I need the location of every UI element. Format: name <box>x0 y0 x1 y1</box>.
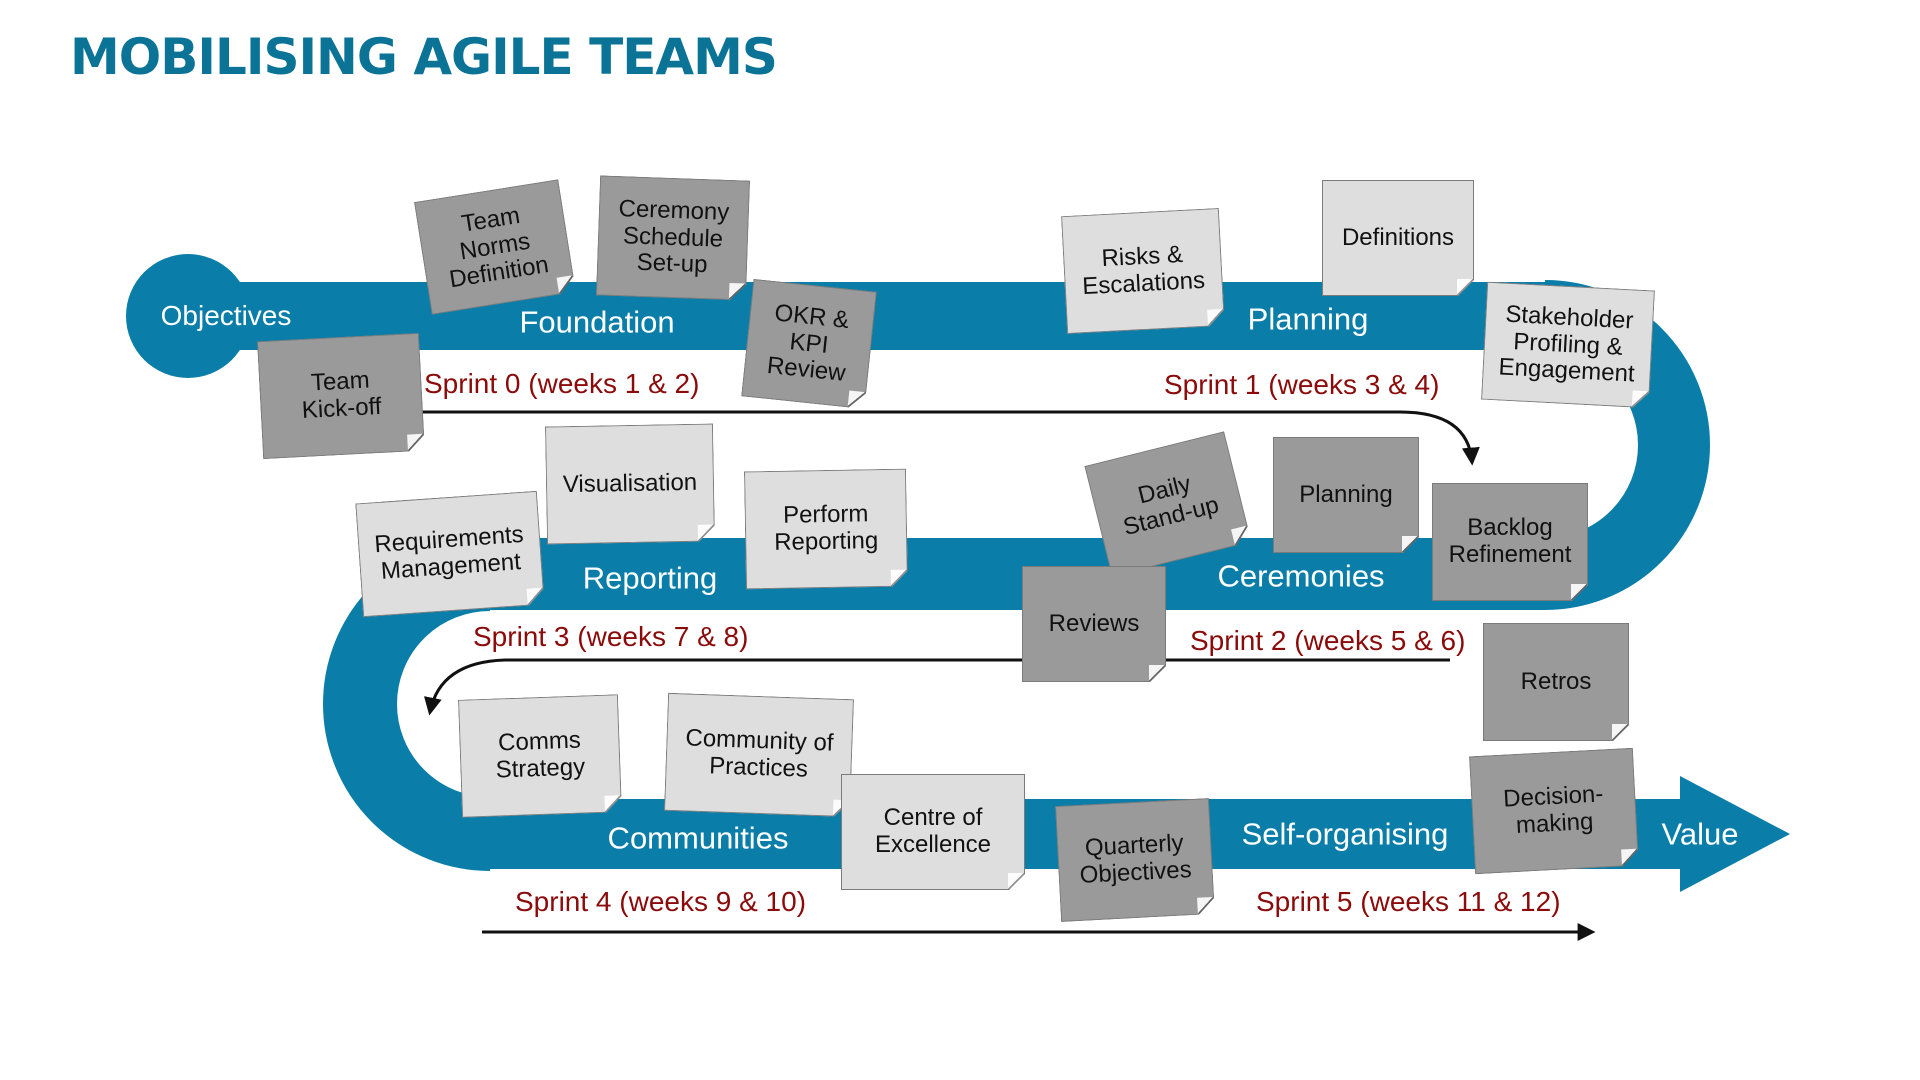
note-decision-making: Decision- making <box>1469 748 1639 874</box>
note-reviews: Reviews <box>1022 566 1166 682</box>
note-backlog-refinement: Backlog Refinement <box>1432 483 1588 601</box>
note-community-of-practices: Community of Practices <box>664 693 854 817</box>
timeline-arrow-1 <box>418 410 1480 466</box>
page-title: MOBILISING AGILE TEAMS <box>70 28 778 86</box>
sprint-5-label: Sprint 5 (weeks 11 & 12) <box>1256 886 1561 917</box>
sprint-1-label: Sprint 1 (weeks 3 & 4) <box>1164 369 1440 400</box>
note-visualisation: Visualisation <box>545 424 715 545</box>
note-quarterly-objectives: Quarterly Objectives <box>1055 798 1215 922</box>
note-stakeholder-profiling: Stakeholder Profiling & Engagement <box>1481 282 1655 409</box>
stage-reporting: Reporting <box>582 560 718 596</box>
note-centre-of-excellence: Centre of Excellence <box>841 774 1025 890</box>
sprint-0-label: Sprint 0 (weeks 1 & 2) <box>424 368 700 399</box>
stage-ceremonies: Ceremonies <box>1217 558 1385 594</box>
stage-planning: Planning <box>1247 301 1369 337</box>
sprint-4-label: Sprint 4 (weeks 9 & 10) <box>515 886 807 917</box>
note-planning: Planning <box>1273 437 1419 553</box>
note-team-norms-definition: Team Norms Definition <box>414 179 576 314</box>
stage-foundation: Foundation <box>519 304 675 340</box>
timeline-arrow-2 <box>424 658 1450 716</box>
note-okr-kpi-review: OKR & KPI Review <box>741 279 877 409</box>
sprint-3-label: Sprint 3 (weeks 7 & 8) <box>473 621 749 652</box>
note-perform-reporting: Perform Reporting <box>744 469 908 590</box>
stage-value: Value <box>1661 816 1739 852</box>
stage-communities: Communities <box>607 820 789 856</box>
note-comms-strategy: Comms Strategy <box>458 694 622 818</box>
note-ceremony-schedule-setup: Ceremony Schedule Set-up <box>596 175 750 300</box>
note-retros: Retros <box>1483 623 1629 741</box>
value-arrowhead <box>1680 776 1790 892</box>
note-definitions: Definitions <box>1322 180 1474 296</box>
note-risks-escalations: Risks & Escalations <box>1061 208 1225 334</box>
sprint-2-label: Sprint 2 (weeks 5 & 6) <box>1190 625 1466 656</box>
sprint-timeline-arrows <box>418 410 1596 941</box>
note-team-kickoff: Team Kick-off <box>257 333 425 459</box>
stage-self-organising: Self-organising <box>1241 816 1449 852</box>
note-requirements-management: Requirements Management <box>355 491 545 617</box>
stage-objectives: Objectives <box>160 300 292 331</box>
